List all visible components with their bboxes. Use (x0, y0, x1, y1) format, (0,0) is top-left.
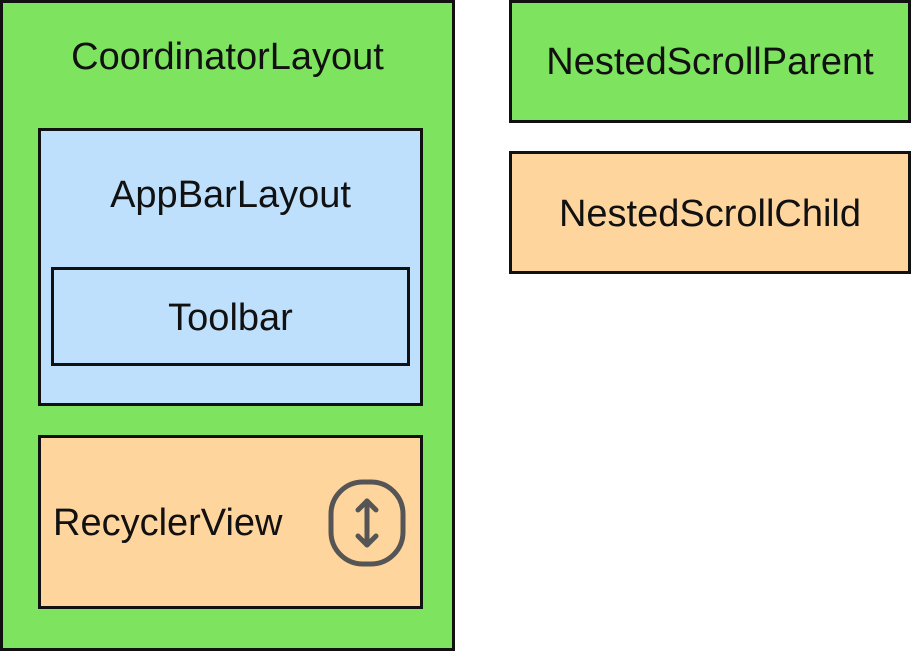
legend-parent-label: NestedScrollParent (546, 41, 874, 83)
legend-nested-scroll-child: NestedScrollChild (509, 151, 911, 274)
coordinator-layout-label: CoordinatorLayout (71, 36, 384, 78)
legend-nested-scroll-parent: NestedScrollParent (509, 0, 911, 123)
app-bar-layout-label: AppBarLayout (110, 174, 351, 216)
coordinator-layout-box: CoordinatorLayout AppBarLayout Toolbar R… (0, 0, 455, 651)
toolbar-box: Toolbar (51, 267, 410, 366)
legend-child-label: NestedScrollChild (558, 193, 861, 235)
recycler-view-box: RecyclerView (38, 435, 423, 609)
toolbar-label: Toolbar (168, 297, 293, 339)
recycler-view-label: RecyclerView (53, 502, 283, 544)
vertical-scroll-icon (328, 479, 406, 567)
